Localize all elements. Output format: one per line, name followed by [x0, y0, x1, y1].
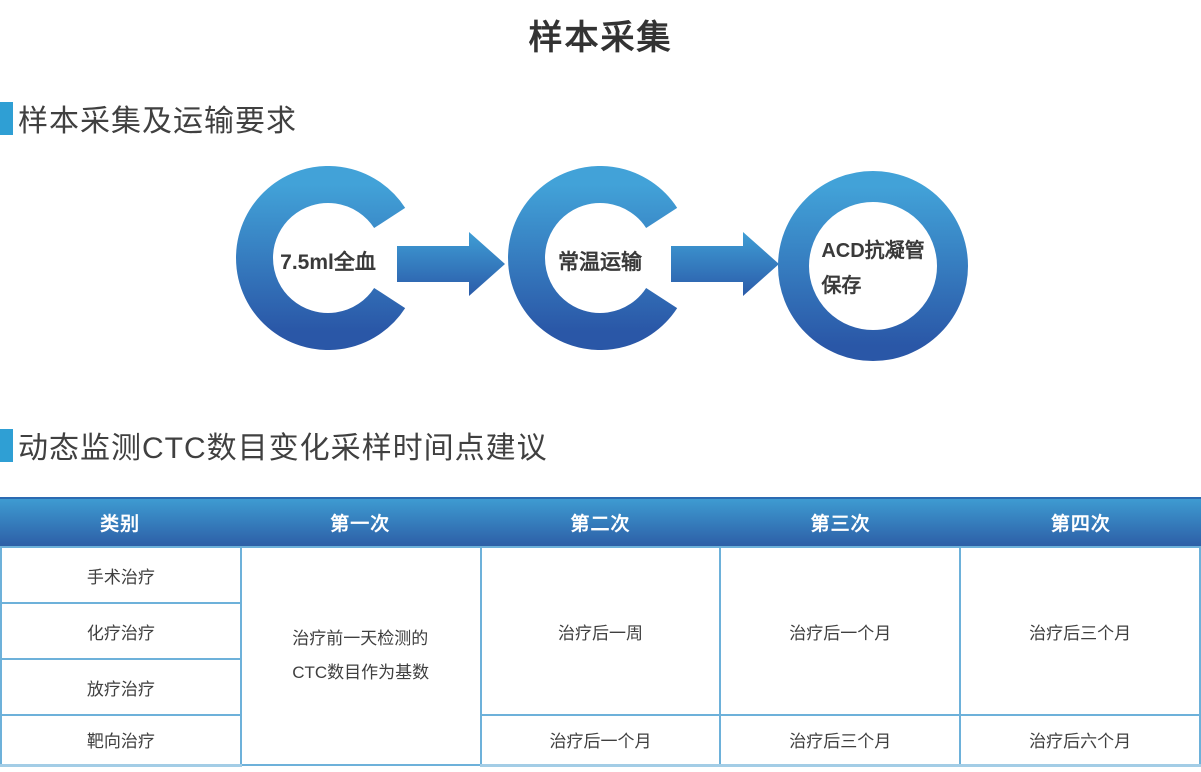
first-visit-line1: 治疗前一天检测的 [292, 629, 429, 648]
cell-category-targeted: 靶向治疗 [0, 714, 242, 767]
table-row: 靶向治疗 治疗后一个月 治疗后三个月 治疗后六个月 [0, 714, 1201, 767]
header-cell-category: 类别 [100, 514, 141, 535]
step-label-line1: ACD抗凝管 [821, 239, 925, 262]
page-title: 样本采集 [528, 19, 673, 57]
step-circle-transport: 常温运输 [508, 166, 692, 355]
cell-second-visit-merged: 治疗后一周 [479, 546, 722, 716]
table-row: 手术治疗 治疗前一天检测的 CTC数目作为基数 治疗后一周 治疗后一个月 治疗后… [0, 546, 1201, 766]
first-visit-text: 治疗前一天检测的 CTC数目作为基数 [292, 622, 429, 690]
arrow-right-icon [397, 232, 505, 296]
first-visit-line2: CTC数目作为基数 [292, 663, 430, 682]
table-header-row: 类别 第一次 第二次 第三次 第四次 [0, 497, 1201, 546]
o-ring-icon [778, 171, 968, 361]
step-label: 常温运输 [558, 250, 642, 274]
header-cell-third: 第三次 [810, 514, 871, 535]
cell-third-visit-merged: 治疗后一个月 [719, 546, 962, 716]
c-ring-icon [236, 166, 406, 350]
cell-category-radio: 放疗治疗 [0, 658, 242, 716]
cell-category-surgery: 手术治疗 [0, 546, 242, 604]
section-bullet-icon [0, 101, 13, 135]
header-cell-fourth: 第四次 [1050, 514, 1111, 535]
sample-process-diagram: 7.5ml全血 常温运输 ACD抗凝管 保存 [236, 166, 968, 366]
table-row: 放疗治疗 [0, 658, 1200, 716]
step-circle-storage: ACD抗凝管 保存 [778, 171, 968, 366]
step-label: ACD抗凝管 保存 [821, 234, 924, 304]
step-label: 7.5ml全血 [280, 250, 376, 274]
step-circle-blood: 7.5ml全血 [236, 166, 420, 355]
header-cell-second: 第二次 [570, 514, 631, 535]
cell-third-visit-targeted: 治疗后三个月 [719, 714, 962, 767]
step-label-line2: 保存 [821, 274, 862, 297]
table-body: 手术治疗 治疗前一天检测的 CTC数目作为基数 治疗后一周 治疗后一个月 治疗后… [0, 546, 1201, 767]
cell-category-chemo: 化疗治疗 [0, 602, 242, 660]
cell-first-visit: 治疗前一天检测的 CTC数目作为基数 [239, 546, 482, 766]
section-heading-collection: 样本采集及运输要求 [0, 96, 297, 140]
table-row: 化疗治疗 [0, 602, 1200, 660]
arrow-right-icon [671, 232, 779, 296]
cell-second-visit-targeted: 治疗后一个月 [479, 714, 722, 767]
section-heading-label: 样本采集及运输要求 [18, 105, 297, 138]
sampling-schedule-table: 类别 第一次 第二次 第三次 第四次 手术治疗 治疗前一天检测的 CTC数目作为… [0, 497, 1201, 767]
cell-fourth-visit-merged: 治疗后三个月 [959, 546, 1201, 716]
header-cell-first: 第一次 [330, 514, 391, 535]
cell-fourth-visit-targeted: 治疗后六个月 [959, 714, 1201, 767]
section-heading-label: 动态监测CTC数目变化采样时间点建议 [18, 432, 548, 465]
section-bullet-icon [0, 428, 13, 462]
section-heading-monitoring: 动态监测CTC数目变化采样时间点建议 [0, 423, 548, 467]
c-ring-icon [508, 166, 678, 350]
